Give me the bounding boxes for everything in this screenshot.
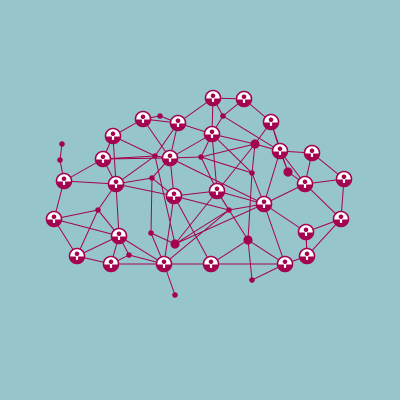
person-avatar-icon <box>264 115 279 130</box>
network-dot-icon <box>249 277 255 283</box>
network-link <box>173 195 212 265</box>
network-link <box>263 203 307 233</box>
network-link <box>63 180 117 185</box>
network-dot-icon <box>243 235 253 245</box>
person-avatar-icon <box>167 189 182 204</box>
network-link <box>304 183 342 220</box>
network-link <box>263 203 286 265</box>
network-dot-icon <box>226 207 232 213</box>
network-link <box>247 239 253 281</box>
network-link <box>251 143 256 174</box>
network-dot-icon <box>152 153 158 159</box>
network-nodes <box>47 91 352 298</box>
network-dot-icon <box>157 113 163 119</box>
person-avatar-icon <box>337 172 352 187</box>
network-dot-icon <box>283 167 293 177</box>
person-avatar-icon <box>204 257 219 272</box>
network-link <box>115 183 120 237</box>
network-dot-icon <box>59 141 65 147</box>
person-avatar-icon <box>109 177 124 192</box>
person-avatar-icon <box>257 197 272 212</box>
network-link <box>247 172 253 241</box>
person-avatar-icon <box>104 257 119 272</box>
person-avatar-icon <box>96 152 111 167</box>
network-dot-icon <box>149 175 155 181</box>
person-avatar-icon <box>298 177 313 192</box>
person-avatar-icon <box>278 257 293 272</box>
network-dot-icon <box>126 252 132 258</box>
network-dot-icon <box>148 230 154 236</box>
network-link <box>211 133 253 174</box>
network-link <box>174 203 265 245</box>
person-avatar-icon <box>171 116 186 131</box>
person-avatar-icon <box>334 212 349 227</box>
network-dot-icon <box>170 239 180 249</box>
network-link <box>216 190 249 241</box>
person-avatar-icon <box>47 212 62 227</box>
network-link <box>174 209 230 245</box>
person-avatar-icon <box>106 129 121 144</box>
network-dot-icon <box>249 170 255 176</box>
network-link <box>163 209 230 265</box>
network-link <box>173 195 230 211</box>
network-link <box>306 218 342 257</box>
network-link <box>150 177 153 234</box>
network-link <box>169 157 265 205</box>
person-avatar-icon <box>157 257 172 272</box>
network-link <box>115 183 175 197</box>
person-avatar-icon <box>136 112 151 127</box>
person-avatar-icon <box>205 127 220 142</box>
network-dot-icon <box>172 292 178 298</box>
network-link <box>211 133 218 192</box>
network-link <box>200 143 256 158</box>
person-avatar-icon <box>237 92 252 107</box>
person-avatar-icon <box>300 249 315 264</box>
person-avatar-icon <box>112 229 127 244</box>
network-dot-icon <box>250 139 260 149</box>
network-dot-icon <box>57 157 63 163</box>
person-avatar-icon <box>163 151 178 166</box>
person-avatar-icon <box>299 225 314 240</box>
network-dot-icon <box>198 154 204 160</box>
person-avatar-icon <box>70 249 85 264</box>
network-link <box>163 195 175 265</box>
network-link <box>154 155 176 245</box>
network-link <box>76 209 99 257</box>
network-link <box>263 150 281 205</box>
network-dot-icon <box>220 113 226 119</box>
network-links <box>53 97 345 296</box>
network-link <box>102 157 171 160</box>
person-avatar-icon <box>273 144 288 159</box>
network-link <box>200 156 253 174</box>
person-avatar-icon <box>210 184 225 199</box>
network-dot-icon <box>95 207 101 213</box>
network-link <box>118 235 165 265</box>
person-avatar-icon <box>206 91 221 106</box>
network-link <box>222 115 281 152</box>
person-avatar-icon <box>57 174 72 189</box>
person-avatar-icon <box>305 146 320 161</box>
network-link <box>53 218 120 237</box>
